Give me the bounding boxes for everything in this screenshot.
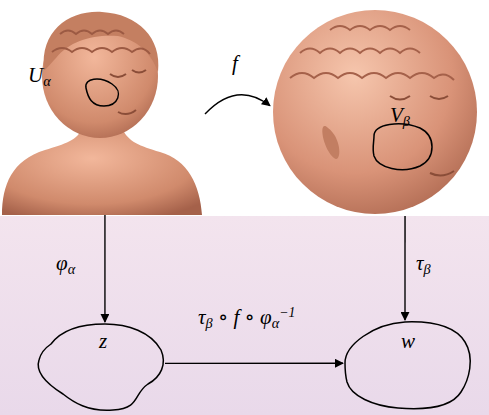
map-label: τβ ∘ f ∘ φα−1 bbox=[196, 306, 297, 329]
lower-band bbox=[0, 216, 489, 415]
map-label: f bbox=[230, 52, 240, 75]
chart-domain: z bbox=[33, 322, 165, 412]
region-label: z bbox=[99, 330, 107, 353]
unit-sphere-outline bbox=[270, 8, 480, 216]
map-arrow bbox=[205, 95, 270, 114]
region-label: Vβ bbox=[390, 104, 410, 127]
region-label: w bbox=[401, 330, 415, 353]
unit-sphere: Vβ bbox=[270, 8, 480, 216]
map-label: φα bbox=[54, 252, 77, 275]
map-arrow bbox=[104, 215, 105, 322]
map-arrow bbox=[404, 216, 405, 320]
chart-range: w bbox=[343, 320, 473, 412]
region-label: Uα bbox=[28, 64, 51, 87]
surface-bust: Uα bbox=[0, 0, 205, 215]
map-label: τβ bbox=[414, 252, 433, 275]
map-arrow bbox=[165, 363, 343, 365]
surface-bust-outline bbox=[0, 0, 205, 215]
